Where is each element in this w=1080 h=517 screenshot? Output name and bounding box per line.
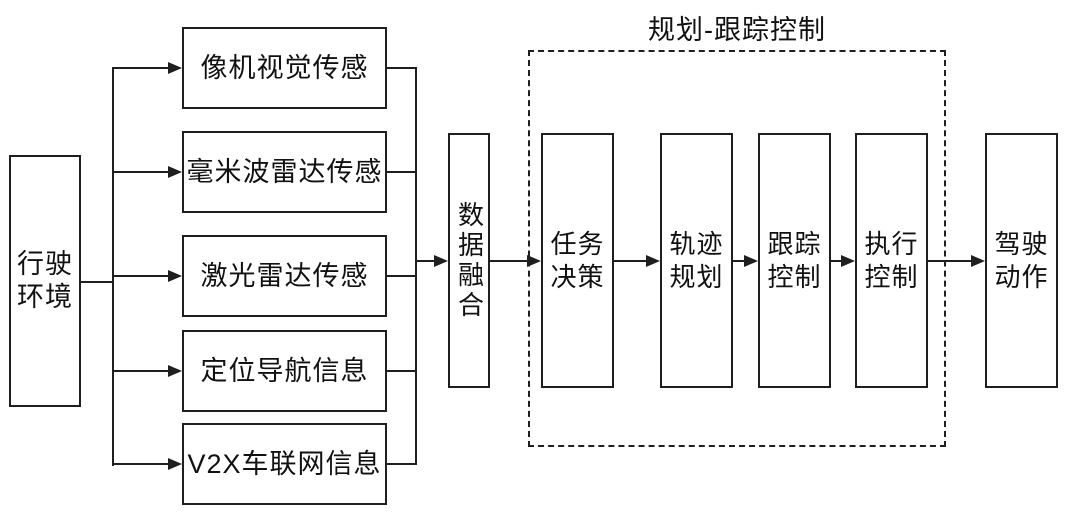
action-box: 驾驶 动作 — [985, 133, 1058, 388]
arrowhead-action — [971, 255, 985, 267]
sensor-box-camera: 像机视觉传感 — [182, 27, 387, 109]
stage-execution-control-line2: 控制 — [864, 261, 919, 292]
sensor-box-positioning: 定位导航信息 — [182, 330, 387, 412]
arrowhead-sensor-4 — [168, 365, 182, 377]
action-box-line1: 驾驶 — [994, 228, 1049, 259]
planning-tracking-group-frame — [528, 50, 946, 447]
fusion-box: 数据融合 — [448, 133, 490, 388]
sensor-box-v2x-label: V2X车联网信息 — [187, 448, 382, 479]
stage-execution-control-line1: 执行 — [864, 228, 919, 259]
connector-env-out — [81, 281, 114, 283]
stage-trajectory-planning-line1: 轨迹 — [669, 228, 724, 259]
connector-to-sensor-1 — [112, 67, 169, 69]
fusion-box-label: 数据融合 — [454, 200, 485, 321]
arrowhead-sensor-1 — [168, 62, 182, 74]
action-box-line2: 动作 — [994, 261, 1049, 292]
connector-sensor-5-out — [387, 463, 417, 465]
connector-to-sensor-3 — [112, 275, 169, 277]
stage-tracking-control-line1: 跟踪 — [767, 228, 822, 259]
stage-tracking-control-line2: 控制 — [767, 261, 822, 292]
arrowhead-sensor-5 — [168, 458, 182, 470]
connector-collector-vertical — [415, 67, 417, 465]
connector-tracking-to-execution — [831, 260, 841, 262]
connector-to-sensor-5 — [112, 463, 169, 465]
connector-sensor-2-out — [387, 171, 417, 173]
arrowhead-sensor-3 — [168, 270, 182, 282]
arrowhead-fusion — [434, 255, 448, 267]
arrowhead-sensor-2 — [168, 166, 182, 178]
arrowhead-tracking — [744, 255, 758, 267]
stage-trajectory-planning-line2: 规划 — [669, 261, 724, 292]
stage-box-task-decision: 任务 决策 — [541, 133, 614, 388]
connector-branch-vertical — [112, 67, 114, 466]
stage-task-decision-line2: 决策 — [550, 261, 605, 292]
group-title: 规划-跟踪控制 — [648, 15, 826, 45]
stage-task-decision-line1: 任务 — [550, 228, 605, 259]
sensor-box-v2x: V2X车联网信息 — [182, 423, 387, 505]
sensor-box-positioning-label: 定位导航信息 — [200, 355, 369, 386]
sensor-box-mmwave-radar-label: 毫米波雷达传感 — [186, 156, 383, 187]
arrowhead-task — [527, 255, 541, 267]
connector-sensor-1-out — [387, 67, 417, 69]
arrowhead-trajectory — [646, 255, 660, 267]
sensor-box-lidar-label: 激光雷达传感 — [200, 260, 369, 291]
stage-box-execution-control: 执行 控制 — [855, 133, 928, 388]
sensor-box-mmwave-radar: 毫米波雷达传感 — [182, 131, 387, 213]
env-box-label-line1: 行驶 — [17, 249, 73, 279]
sensor-box-lidar: 激光雷达传感 — [182, 235, 387, 317]
arrowhead-execution — [841, 255, 855, 267]
stage-box-tracking-control: 跟踪 控制 — [758, 133, 831, 388]
connector-sensor-4-out — [387, 370, 417, 372]
connector-task-to-trajectory — [614, 260, 646, 262]
connector-trajectory-to-tracking — [733, 260, 744, 262]
stage-box-trajectory-planning: 轨迹 规划 — [660, 133, 733, 388]
connector-to-fusion — [415, 260, 435, 262]
connector-execution-to-action — [928, 260, 971, 262]
connector-to-sensor-4 — [112, 370, 169, 372]
sensor-box-camera-label: 像机视觉传感 — [200, 52, 369, 83]
connector-sensor-3-out — [387, 275, 417, 277]
env-box-label-line2: 环境 — [17, 282, 73, 312]
connector-to-sensor-2 — [112, 171, 169, 173]
connector-fusion-to-task — [490, 260, 527, 262]
env-box: 行驶 环境 — [9, 155, 81, 407]
